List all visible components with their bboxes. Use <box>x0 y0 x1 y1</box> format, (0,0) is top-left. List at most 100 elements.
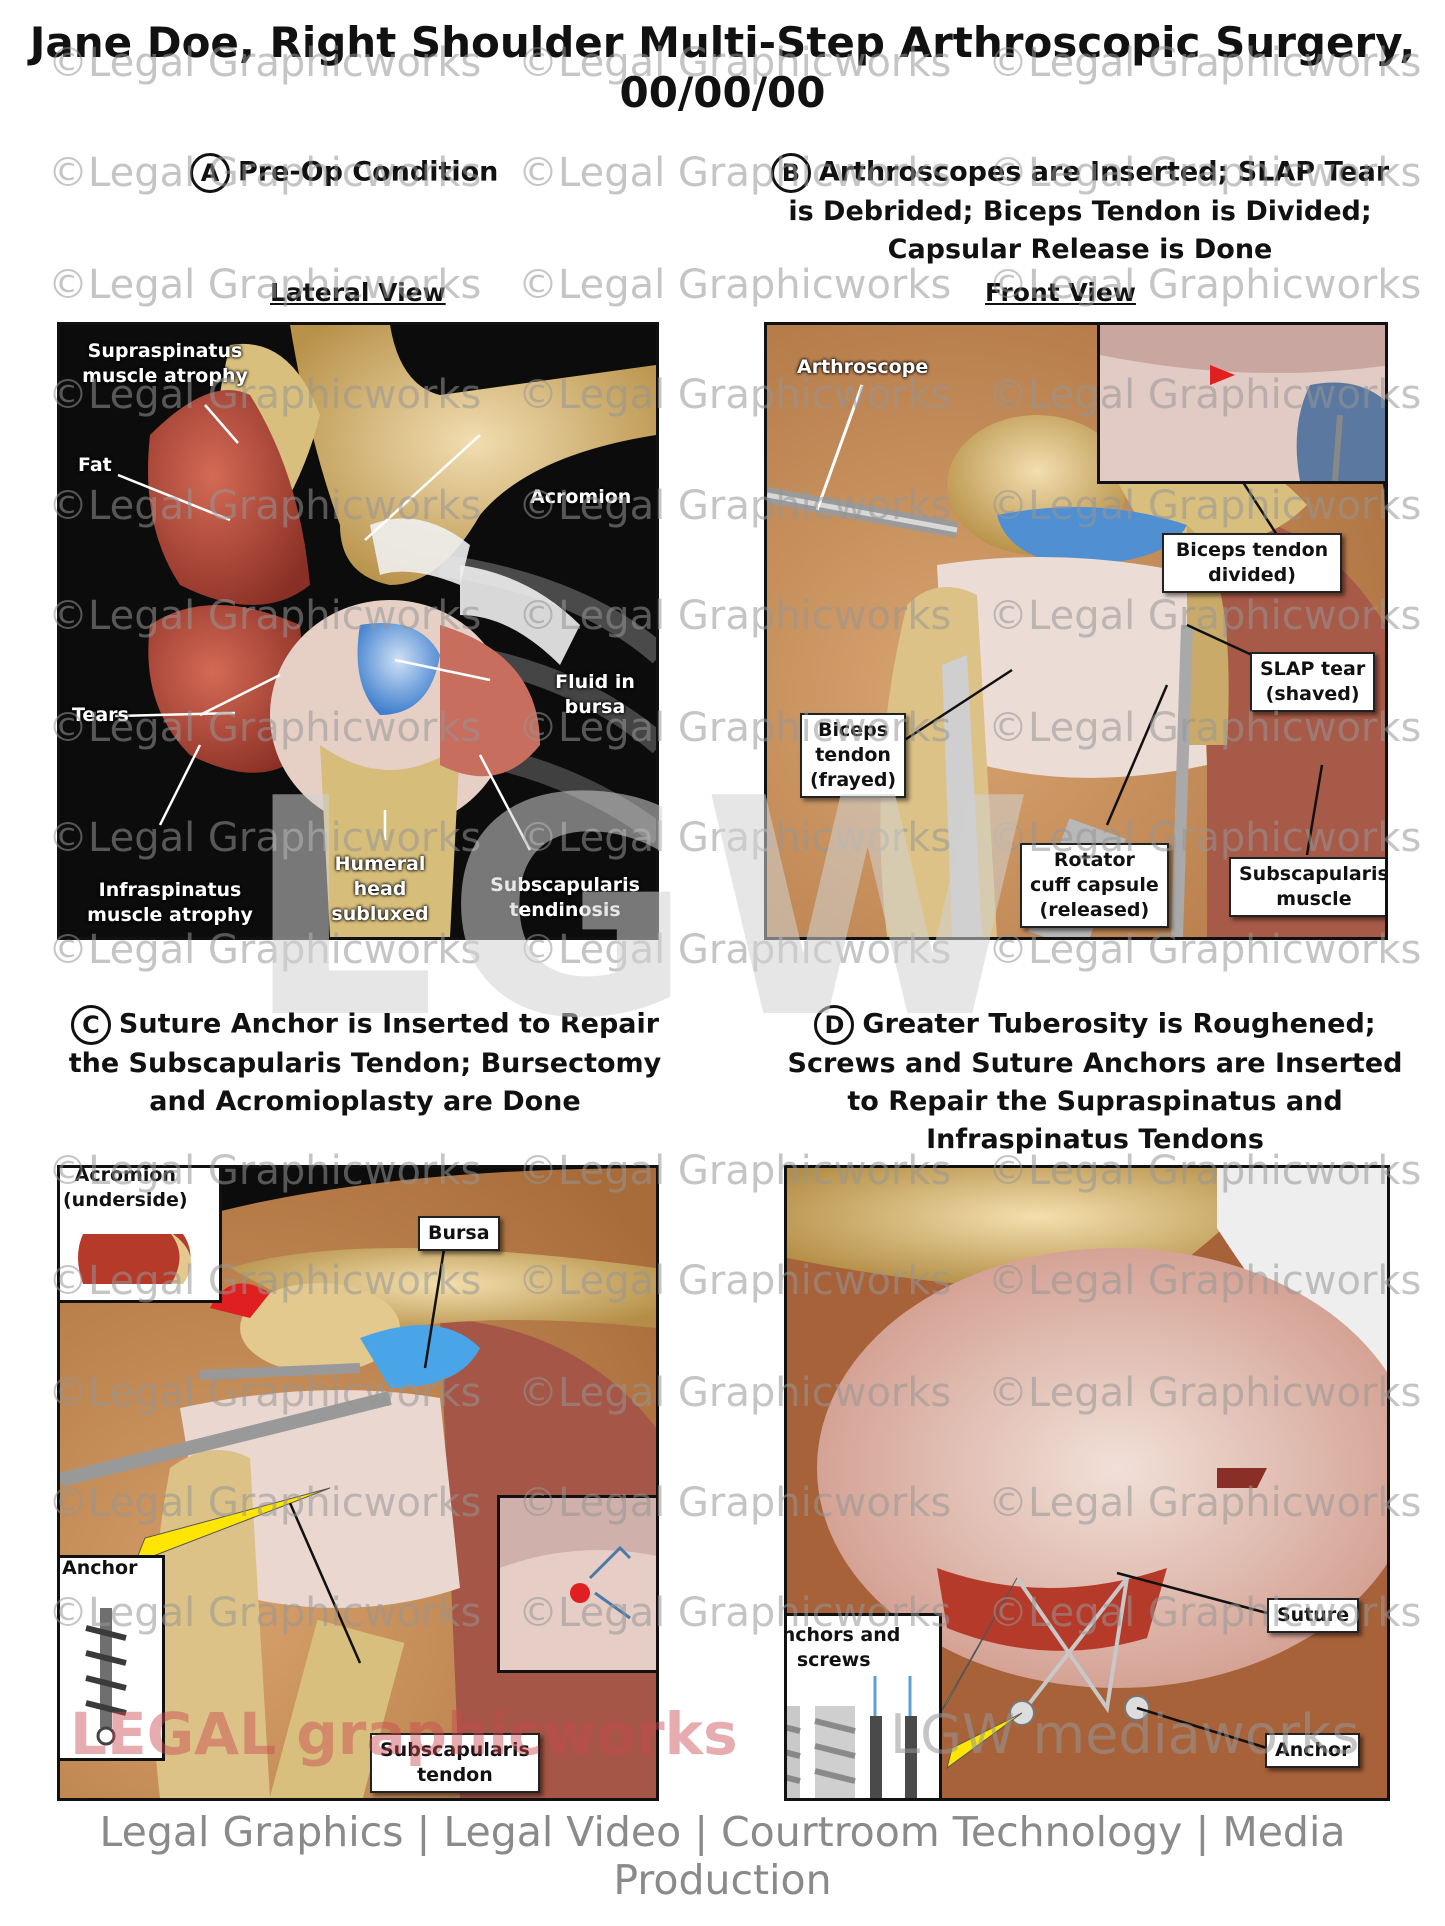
watermark-text: ©Legal Graphicworks <box>988 1590 1422 1636</box>
watermark-text: ©Legal Graphicworks <box>988 150 1422 196</box>
watermark-text: ©Legal Graphicworks <box>988 1148 1422 1194</box>
box-biceps-frayed: Biceps tendon (frayed) <box>800 713 907 798</box>
watermark-text: ©Legal Graphicworks <box>518 372 952 418</box>
watermark-text: ©Legal Graphicworks <box>48 593 482 639</box>
panel-b-illustration: Arthroscope Biceps tendon divided) SLAP … <box>764 322 1388 940</box>
watermark-text: ©Legal Graphicworks <box>48 1258 482 1304</box>
box-anchor: Anchor <box>62 1557 138 1579</box>
panel-d-title-line-4: Infraspinatus Tendons <box>926 1124 1264 1155</box>
footer-services: Legal Graphics | Legal Video | Courtroom… <box>99 1808 1346 1904</box>
watermark-text: ©Legal Graphicworks <box>518 815 952 861</box>
label-subscapularis-tendinosis: Subscapularis tendinosis <box>490 874 640 921</box>
brand-left: LEGAL graphicworks <box>70 1700 738 1768</box>
box-suture: Suture <box>1267 1598 1360 1633</box>
panel-c-anchor-inset <box>60 1555 165 1761</box>
watermark-text: ©Legal Graphicworks <box>518 150 952 196</box>
watermark-text: ©Legal Graphicworks <box>48 1370 482 1416</box>
brand-right: LGW mediaworks <box>890 1703 1360 1766</box>
watermark-text: ©Legal Graphicworks <box>988 705 1422 751</box>
watermark-text: ©Legal Graphicworks <box>988 1480 1422 1526</box>
panel-a-letter: A <box>190 153 230 193</box>
panel-d-title-line-2: Screws and Suture Anchors are Inserted <box>787 1048 1403 1079</box>
panel-a-view-label: Lateral View <box>270 278 446 307</box>
watermark-text: ©Legal Graphicworks <box>988 593 1422 639</box>
watermark-text: ©Legal Graphicworks <box>518 1480 952 1526</box>
box-acromion-underside: Acromion (underside) <box>63 1165 188 1211</box>
anchor-image <box>60 1558 162 1758</box>
panel-d-illustration: Anchors and screws Suture Anchor <box>784 1165 1390 1801</box>
title-line-2: 00/00/00 <box>619 68 826 117</box>
watermark-text: ©Legal Graphicworks <box>988 927 1422 973</box>
watermark-text: ©Legal Graphicworks <box>988 372 1422 418</box>
panel-c-zoom-inset <box>497 1495 656 1673</box>
panel-a-title-text: Pre-Op Condition <box>238 156 499 188</box>
watermark-text: ©Legal Graphicworks <box>988 1370 1422 1416</box>
label-arthroscope: Arthroscope <box>797 356 929 378</box>
box-slap-tear: SLAP tear (shaved) <box>1250 652 1376 712</box>
watermark-text: ©Legal Graphicworks <box>48 815 482 861</box>
box-bursa: Bursa <box>418 1216 500 1251</box>
watermark-text: ©Legal Graphicworks <box>518 1148 952 1194</box>
panel-b-title-line-3: Capsular Release is Done <box>887 234 1273 265</box>
watermark-text: ©Legal Graphicworks <box>988 1258 1422 1304</box>
watermark-text: ©Legal Graphicworks <box>518 1258 952 1304</box>
label-supraspinatus-atrophy: Supraspinatus muscle atrophy <box>82 340 248 387</box>
label-humeral-head-subluxed: Humeral head subluxed <box>331 853 429 925</box>
panel-a-anatomy <box>60 325 656 937</box>
label-infraspinatus-atrophy: Infraspinatus muscle atrophy <box>87 879 253 926</box>
watermark-text: ©Legal Graphicworks <box>48 1148 482 1194</box>
panel-b-inset <box>1097 325 1385 484</box>
watermark-text: ©Legal Graphicworks <box>518 262 952 308</box>
label-fat: Fat <box>78 454 112 476</box>
box-anchor-d: Anchor <box>1265 1733 1361 1768</box>
panel-c-illustration: Acromion (underside) Bursa Anchor Subsca… <box>57 1165 659 1801</box>
watermark-text: ©Legal Graphicworks <box>518 483 952 529</box>
box-subscapularis-muscle: Subscapularis muscle <box>1229 857 1385 917</box>
label-tears: Tears <box>72 704 129 726</box>
watermark-text: ©Legal Graphicworks <box>48 1480 482 1526</box>
panel-b-letter: B <box>770 153 811 193</box>
panel-d-letter: D <box>814 1005 855 1045</box>
panel-c-title-line-2: the Subscapularis Tendon; Bursectomy <box>68 1048 662 1079</box>
panel-a-illustration: Supraspinatus muscle atrophy Fat Acromio… <box>57 322 659 940</box>
watermark-text: ©Legal Graphicworks <box>48 705 482 751</box>
panel-b-view-label: Front View <box>985 278 1136 307</box>
watermark-text: ©Legal Graphicworks <box>518 927 952 973</box>
panel-b-inset-image <box>1100 325 1385 481</box>
label-fluid-in-bursa: Fluid in bursa <box>555 671 635 718</box>
lgw-logo-watermark: LGW <box>245 735 1044 1084</box>
panel-c-title-line-3: and Acromioplasty are Done <box>149 1086 581 1117</box>
watermark-text: ©Legal Graphicworks <box>48 927 482 973</box>
watermark-text: ©Legal Graphicworks <box>988 483 1422 529</box>
box-subscapularis-tendon: Subscapularis tendon <box>370 1733 540 1793</box>
watermark-text: ©Legal Graphicworks <box>518 593 952 639</box>
watermark-text: ©Legal Graphicworks <box>518 1370 952 1416</box>
panel-c-letter: C <box>70 1005 111 1045</box>
panel-d-anchors-inset <box>787 1613 942 1798</box>
panel-b-anatomy <box>767 325 1385 937</box>
anchor-zoom-image <box>500 1498 656 1670</box>
box-biceps-tendon-divided: Biceps tendon divided) <box>1162 533 1342 593</box>
panel-b-title-line-2: is Debrided; Biceps Tendon is Divided; <box>788 196 1372 227</box>
watermark-text: ©Legal Graphicworks <box>48 1590 482 1636</box>
watermark-text: ©Legal Graphicworks <box>988 262 1422 308</box>
anchors-screws-image <box>787 1616 939 1798</box>
watermark-text: ©Legal Graphicworks <box>518 1590 952 1636</box>
box-rotator-cuff-capsule: Rotator cuff capsule (released) <box>1020 843 1169 928</box>
acromion-underside-image <box>60 1168 219 1300</box>
watermark-text: ©Legal Graphicworks <box>48 372 482 418</box>
watermark-text: ©Legal Graphicworks <box>48 262 482 308</box>
title-line-1: Jane Doe, Right Shoulder Multi-Step Arth… <box>29 18 1416 67</box>
watermark-text: ©Legal Graphicworks <box>988 815 1422 861</box>
watermark-text: ©Legal Graphicworks <box>518 705 952 751</box>
watermark-text: ©Legal Graphicworks <box>518 40 952 86</box>
watermark-text: ©Legal Graphicworks <box>988 40 1422 86</box>
watermark-text: ©Legal Graphicworks <box>48 150 482 196</box>
